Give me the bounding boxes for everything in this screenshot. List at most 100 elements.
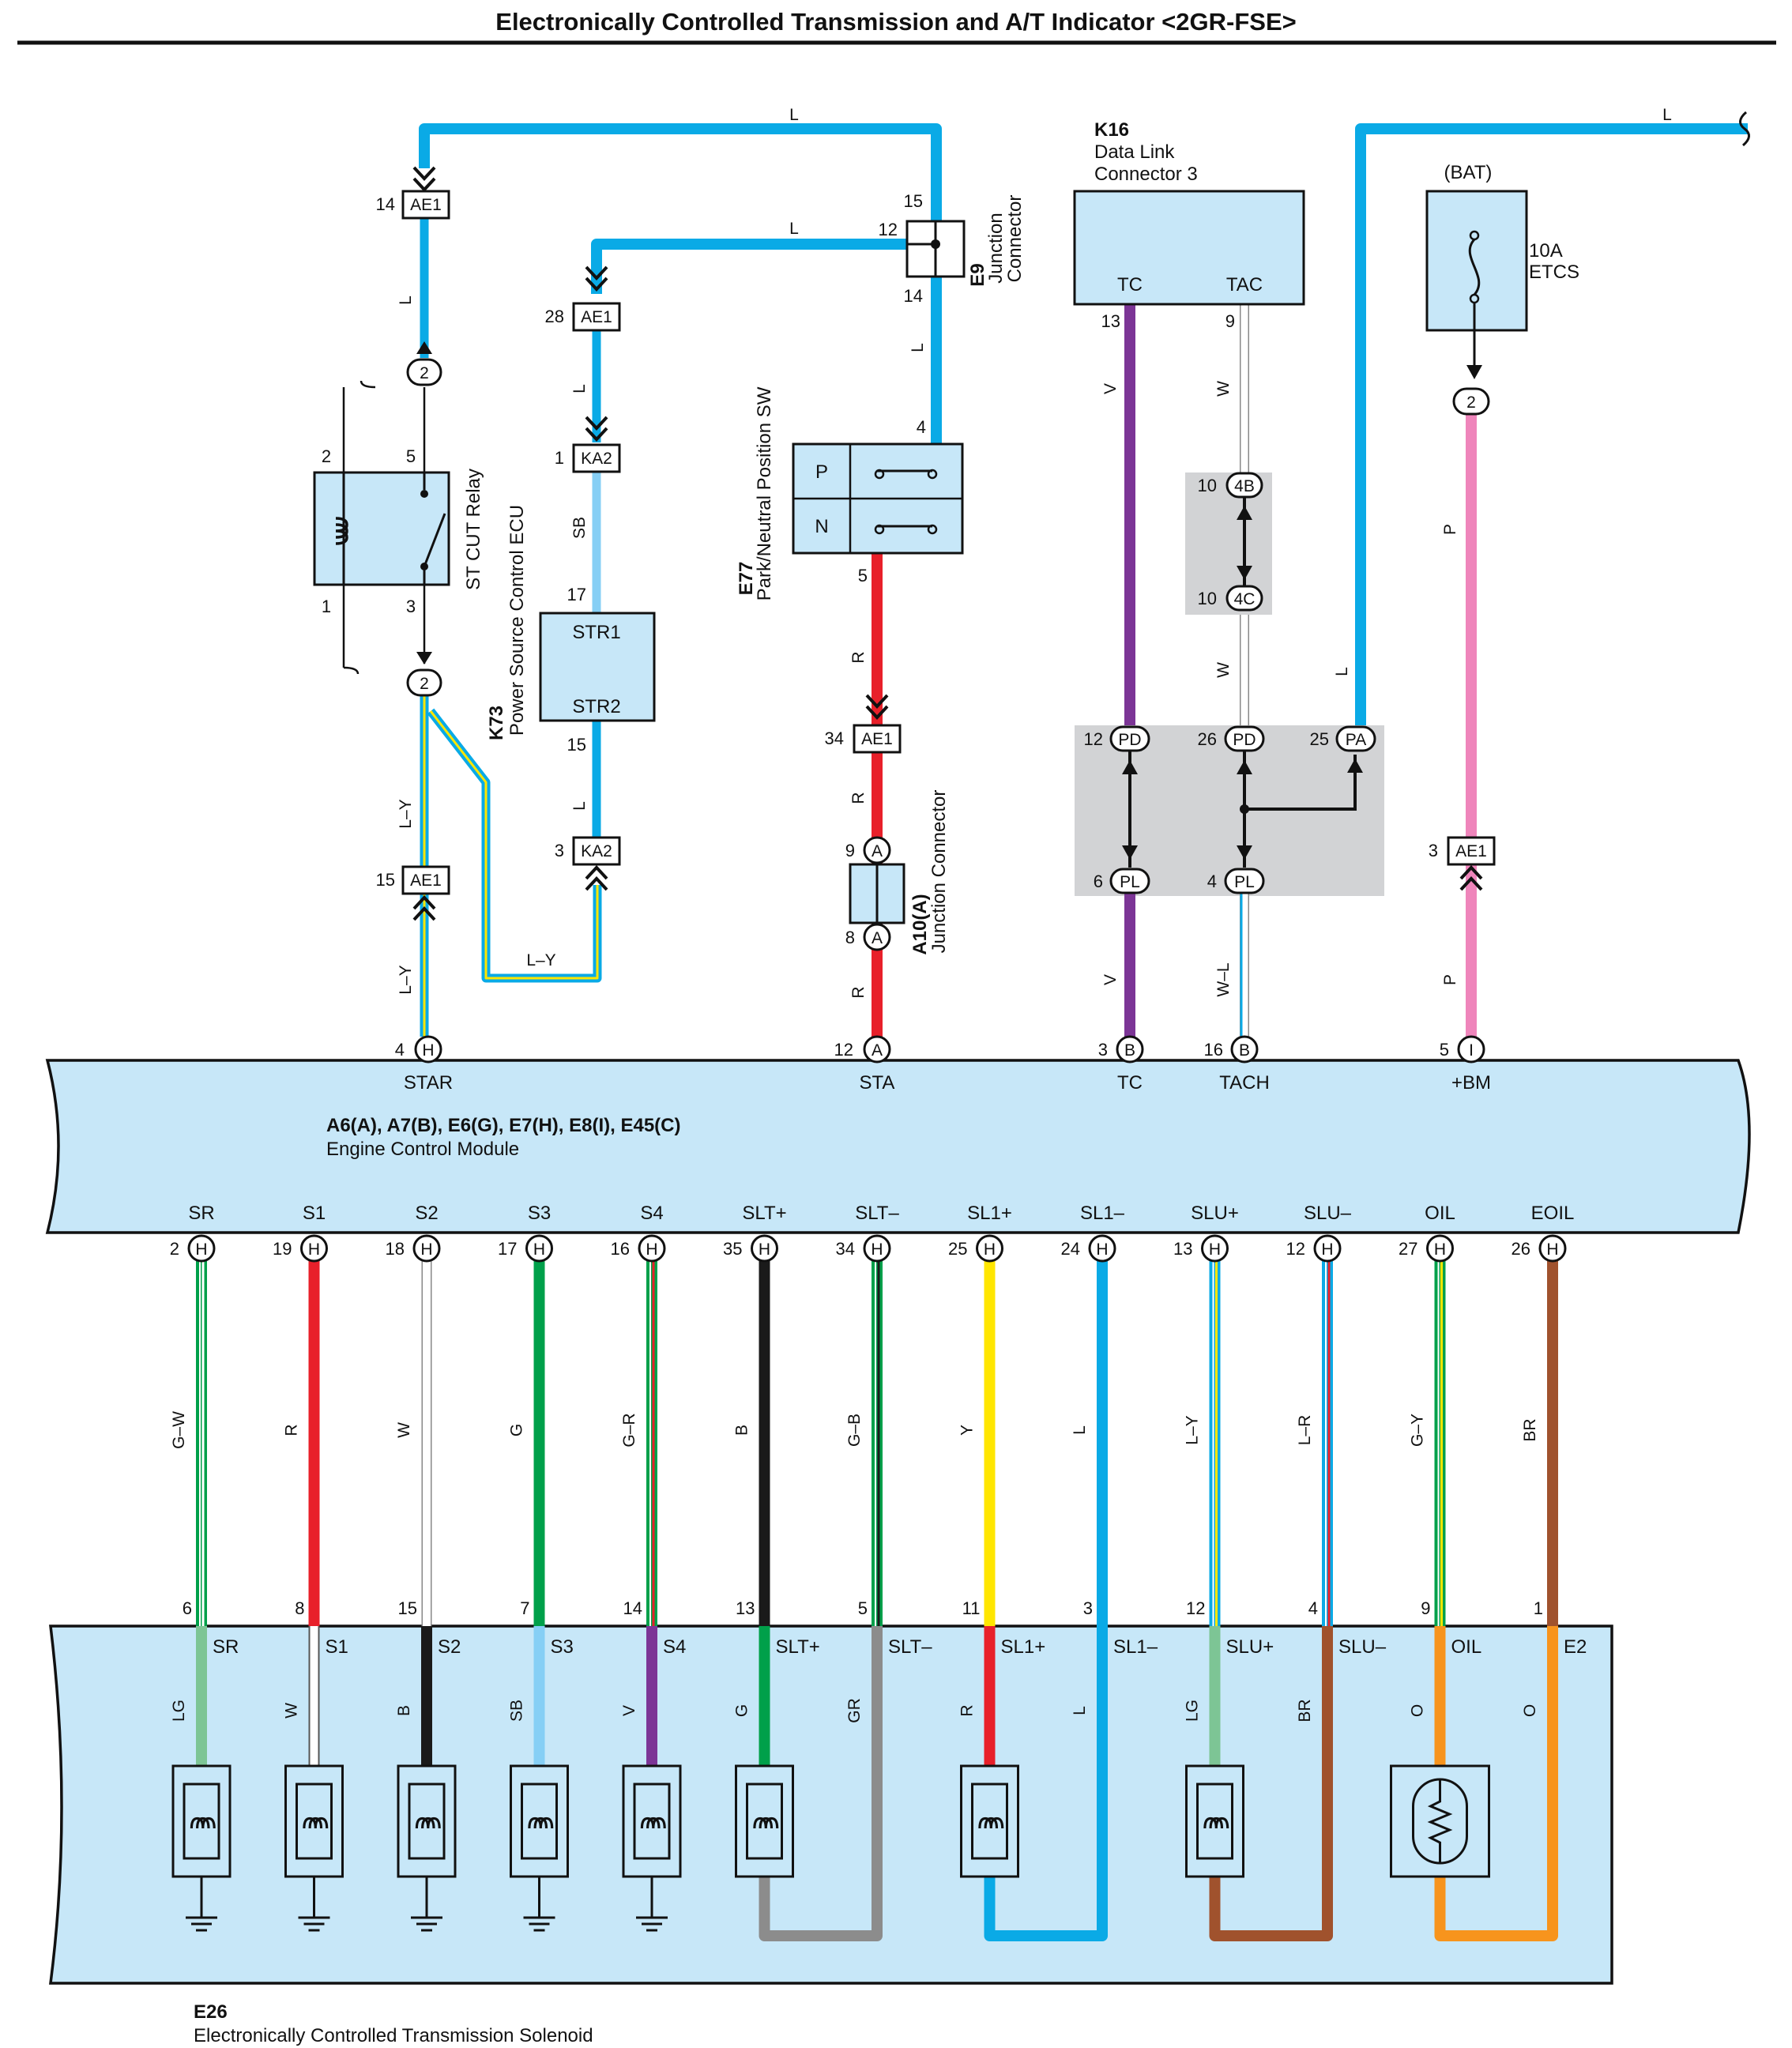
ecm-pin-tach: B 16 TACH xyxy=(1204,1035,1270,1094)
svg-text:AE1: AE1 xyxy=(861,730,893,748)
svg-text:H: H xyxy=(759,1240,770,1259)
svg-text:2: 2 xyxy=(1466,393,1476,412)
solenoid-circuits: H2SRG–W6SRH19S1R8S1H18S2W15S2H17S3G7S3H1… xyxy=(170,1203,1587,1941)
svg-text:R: R xyxy=(849,651,868,663)
svg-text:W: W xyxy=(283,1703,301,1719)
ecm-pin-name: S4 xyxy=(640,1203,663,1224)
e26-pin-name: S3 xyxy=(551,1636,574,1658)
ecm-pin-number: 34 xyxy=(836,1239,855,1259)
e26-pin-number: 1 xyxy=(1534,1598,1543,1618)
svg-text:15: 15 xyxy=(567,735,586,755)
e26-code: E26 xyxy=(194,2001,228,2023)
e26-pin-name: S4 xyxy=(663,1636,686,1658)
svg-text:14: 14 xyxy=(376,194,395,214)
svg-text:L: L xyxy=(909,343,927,352)
svg-text:15: 15 xyxy=(904,191,923,211)
wire-color-label: L–Y xyxy=(1184,1415,1202,1444)
bm-circuit xyxy=(1425,190,1528,1037)
wire-color-label: G xyxy=(508,1424,526,1436)
e9-code: E9 xyxy=(967,263,988,286)
svg-text:H: H xyxy=(195,1240,207,1259)
svg-text:PD: PD xyxy=(1233,731,1256,749)
solenoid-coil-icon xyxy=(735,1764,794,1878)
svg-text:L–Y: L–Y xyxy=(397,799,415,828)
svg-text:SB: SB xyxy=(570,517,589,539)
ecm-top-pins: H 4 STAR A 12 STA B 3 TC B 16 TACH I 5 +… xyxy=(395,1035,1491,1094)
solenoid-coil-icon xyxy=(510,1764,569,1900)
ecm-pin-name: SL1+ xyxy=(967,1203,1012,1224)
ecm-pin-name: S1 xyxy=(303,1203,326,1224)
ecm-pin-number: 19 xyxy=(273,1239,292,1259)
e26-pin-number: 4 xyxy=(1308,1598,1318,1618)
wire-l-top xyxy=(419,123,942,229)
ecm-body xyxy=(45,1059,1751,1234)
svg-text:Connector: Connector xyxy=(1004,195,1026,283)
svg-text:25: 25 xyxy=(1310,729,1329,749)
e26-pin-number: 11 xyxy=(962,1598,981,1618)
ecm-pin-tc: B 3 TC xyxy=(1098,1035,1144,1094)
ecm-pin-bm: I 5 +BM xyxy=(1440,1035,1491,1094)
e26-body xyxy=(49,1624,1613,1985)
svg-text:PA: PA xyxy=(1346,731,1366,749)
svg-text:SB: SB xyxy=(508,1700,526,1722)
k16-code: K16 xyxy=(1094,119,1129,141)
svg-text:B: B xyxy=(1239,1041,1250,1060)
svg-text:V: V xyxy=(1101,974,1120,985)
wire-color-label: B xyxy=(733,1425,751,1436)
ecm-pin-number: 24 xyxy=(1061,1239,1080,1259)
svg-text:O: O xyxy=(1409,1704,1427,1717)
svg-text:R: R xyxy=(958,1704,977,1716)
e26-pin-name: OIL xyxy=(1451,1636,1482,1658)
svg-text:H: H xyxy=(646,1240,657,1259)
svg-text:28: 28 xyxy=(545,307,564,326)
wire-l-branch xyxy=(591,239,936,294)
svg-text:W–L: W–L xyxy=(1214,962,1233,996)
e26-pin-number: 14 xyxy=(623,1598,642,1618)
svg-text:10: 10 xyxy=(1198,589,1217,608)
svg-text:12: 12 xyxy=(1084,729,1103,749)
svg-text:L: L xyxy=(789,220,799,238)
svg-text:TACH: TACH xyxy=(1219,1072,1270,1094)
k73-ecu-box xyxy=(539,612,656,722)
svg-text:4: 4 xyxy=(917,417,926,437)
solenoid-coil-icon xyxy=(397,1764,457,1900)
svg-text:13: 13 xyxy=(1101,311,1120,331)
wire-break-icon xyxy=(1739,111,1750,147)
ecm-pin-name: SLU+ xyxy=(1191,1203,1239,1224)
st-cut-relay xyxy=(313,471,450,586)
svg-text:4: 4 xyxy=(1207,872,1217,891)
svg-text:KA2: KA2 xyxy=(581,450,612,468)
svg-text:6: 6 xyxy=(1094,872,1103,891)
ecm-pin-name: SR xyxy=(188,1203,214,1224)
svg-text:V: V xyxy=(1101,383,1120,394)
svg-text:I: I xyxy=(1469,1041,1474,1060)
e26-pin-number: 13 xyxy=(736,1598,755,1618)
relay-name: ST CUT Relay xyxy=(463,469,484,590)
solenoid-coil-icon xyxy=(284,1764,344,1900)
svg-text:26: 26 xyxy=(1198,729,1217,749)
ecm-pin-number: 13 xyxy=(1173,1239,1192,1259)
svg-text:L: L xyxy=(397,296,415,305)
svg-text:10: 10 xyxy=(1198,476,1217,495)
e26-pin-name: E2 xyxy=(1564,1636,1587,1658)
wire-color-label: Y xyxy=(958,1425,977,1436)
e26-name: Electronically Controlled Transmission S… xyxy=(194,2025,593,2046)
svg-text:Connector 3: Connector 3 xyxy=(1094,164,1198,185)
ecm-pin-number: 35 xyxy=(723,1239,742,1259)
svg-text:9: 9 xyxy=(845,841,855,860)
svg-text:LG: LG xyxy=(1184,1700,1202,1722)
solenoid-coil-icon xyxy=(171,1764,232,1900)
wire-color-label: G–W xyxy=(170,1411,188,1449)
ecm-name: Engine Control Module xyxy=(326,1139,519,1160)
tach-circuit xyxy=(1237,304,1363,1037)
svg-text:34: 34 xyxy=(825,728,844,748)
svg-text:2: 2 xyxy=(322,446,331,466)
svg-text:H: H xyxy=(308,1240,320,1259)
